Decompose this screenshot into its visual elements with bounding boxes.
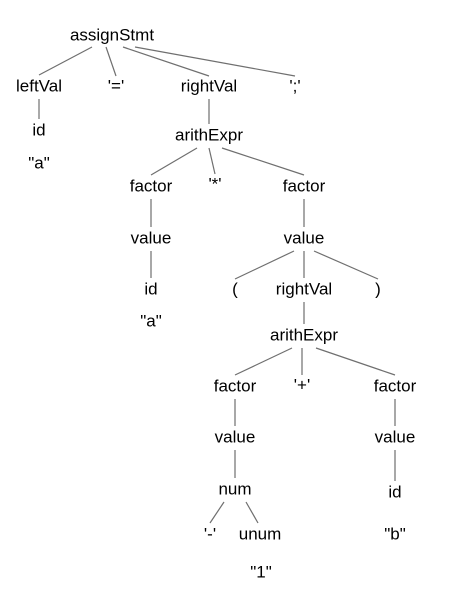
- node-arithExpr1: arithExpr: [175, 125, 243, 144]
- node-factor1: factor: [130, 176, 173, 195]
- tree-nodes: assignStmt leftVal '=' rightVal ';' id "a" arit…: [16, 25, 417, 581]
- edge-assignStmt-to-eq: [105, 46, 117, 77]
- node-id3: id: [388, 482, 401, 501]
- node-value1: value: [131, 228, 172, 247]
- edge-num-to-unum: [245, 501, 259, 524]
- node-minus: '-': [204, 524, 216, 543]
- node-id1: id: [32, 120, 45, 139]
- node-b: "b": [384, 524, 406, 543]
- node-id2: id: [144, 279, 157, 298]
- node-value2: value: [284, 228, 325, 247]
- node-factor3: factor: [214, 376, 257, 395]
- node-rparen: ): [375, 279, 381, 298]
- edge-arithExpr1-to-factor1: [150, 147, 198, 176]
- node-factor2: factor: [283, 176, 326, 195]
- node-a2: "a": [140, 311, 162, 330]
- node-arithExpr2: arithExpr: [270, 325, 338, 344]
- edge-assignStmt-to-leftVal: [38, 46, 93, 76]
- node-value4: value: [375, 427, 416, 446]
- node-one: "1": [250, 562, 272, 581]
- edge-assignStmt-to-semi: [134, 46, 296, 77]
- node-assignStmt: assignStmt: [70, 25, 154, 44]
- node-plus: '+': [294, 375, 310, 394]
- node-rightVal1: rightVal: [181, 76, 237, 95]
- edge-arithExpr1-to-star: [208, 147, 216, 175]
- edge-num-to-minus: [209, 501, 225, 524]
- edge-arithExpr1-to-factor2: [221, 147, 305, 176]
- node-star: '*': [208, 174, 221, 193]
- edge-arithExpr2-to-factor3: [234, 347, 293, 376]
- node-num: num: [218, 479, 251, 498]
- edge-arithExpr2-to-factor4: [315, 347, 396, 376]
- node-leftVal: leftVal: [16, 76, 62, 95]
- node-unum: unum: [239, 524, 282, 543]
- node-rightVal2: rightVal: [276, 279, 332, 298]
- tree-edges: [38, 46, 396, 524]
- node-value3: value: [215, 427, 256, 446]
- node-semi: ';': [289, 76, 300, 95]
- edge-value2-to-rparen: [313, 250, 379, 280]
- edge-assignStmt-to-rightVal1: [122, 46, 210, 77]
- node-a1: "a": [28, 153, 50, 172]
- edge-value2-to-lparen: [234, 250, 295, 280]
- node-factor4: factor: [374, 376, 417, 395]
- node-lparen: (: [232, 279, 238, 298]
- node-eq: '=': [108, 76, 124, 95]
